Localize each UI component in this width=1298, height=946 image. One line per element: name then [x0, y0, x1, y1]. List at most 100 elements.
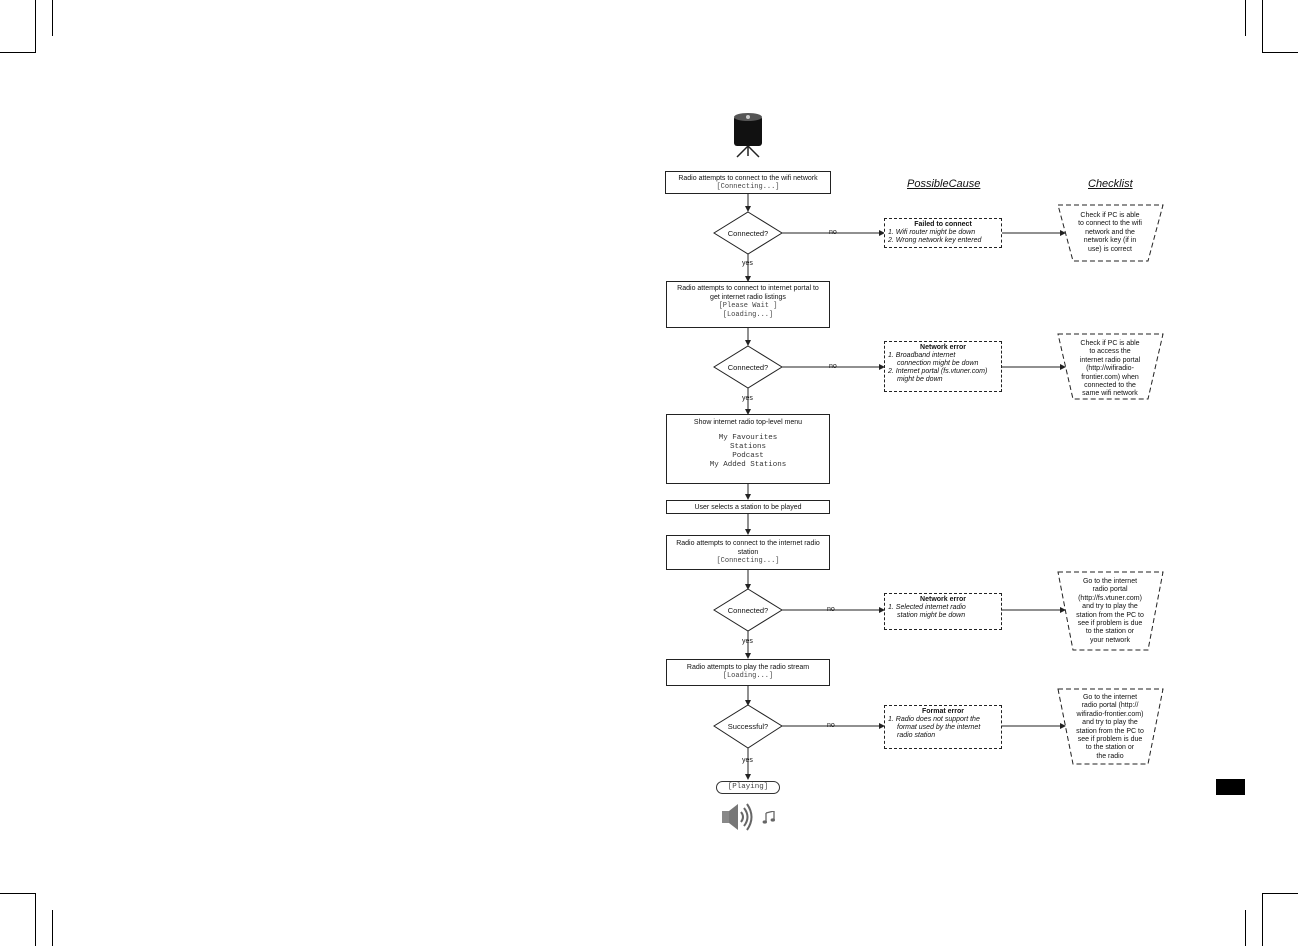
checklist-shape	[1057, 333, 1164, 400]
checklist-text: Go to the internet radio portal (http://…	[1067, 694, 1153, 761]
crop-mark	[35, 0, 36, 52]
step-title: Radio attempts to connect to the wifi ne…	[678, 175, 818, 182]
crop-mark	[52, 0, 53, 36]
crop-mark	[0, 893, 36, 894]
menu-item: Podcast	[732, 452, 764, 460]
menu-item: Stations	[729, 443, 766, 451]
step-connect-wifi: Radio attempts to connect to the wifi ne…	[665, 171, 831, 194]
crop-mark	[52, 910, 53, 946]
edge-label-yes: yes	[742, 757, 753, 764]
cause-box: Format error 1. Radio does not support t…	[884, 705, 1002, 749]
cause-item: 2. Internet portal (fs.vtuner.com)	[888, 368, 988, 375]
step-title: station	[737, 549, 759, 556]
speaker-icon	[722, 803, 753, 831]
step-status: [Please Wait ]	[718, 302, 778, 310]
checklist-line: to the station or	[1085, 744, 1135, 752]
crop-mark	[1262, 52, 1298, 53]
menu-item: My Favourites	[718, 434, 778, 442]
checklist-text: Go to the internet radio portal (http://…	[1067, 578, 1153, 645]
checklist-line: (http://fs.vtuner.com)	[1078, 594, 1142, 602]
header-checklist: Checklist	[1088, 178, 1133, 190]
menu-item: My Added Stations	[709, 461, 787, 469]
crop-mark	[0, 52, 36, 53]
checklist-line: and try to play the	[1082, 603, 1138, 611]
playing-terminal: [Playing]	[716, 781, 780, 794]
step-title: Radio attempts to connect to internet po…	[677, 285, 819, 292]
step-connect-station: Radio attempts to connect to the interne…	[666, 535, 830, 570]
step-play-stream: Radio attempts to play the radio stream …	[666, 659, 830, 686]
cause-item: 1. Selected internet radio	[888, 604, 966, 611]
decision-label: Successful?	[727, 722, 769, 731]
edge-label-no: no	[827, 722, 835, 729]
step-title: get internet radio listings	[710, 294, 786, 301]
crop-mark	[1262, 893, 1298, 894]
crop-mark	[1245, 910, 1246, 946]
checklist-line: network key (if in	[1083, 237, 1137, 245]
checklist-line: to connect to the wifi	[1078, 220, 1142, 228]
checklist-line: station from the PC to	[1076, 727, 1144, 735]
decision-label: Connected?	[727, 229, 769, 238]
decision-label: Connected?	[727, 363, 769, 372]
step-title: Radio attempts to connect to the interne…	[676, 540, 820, 547]
checklist-line: see if problem is due	[1077, 620, 1143, 628]
cause-item: might be down	[897, 376, 943, 383]
edge-label-no: no	[829, 229, 837, 236]
music-note-icon	[762, 811, 775, 824]
radio-icon	[734, 113, 762, 158]
checklist-line: to access the	[1089, 348, 1131, 356]
checklist-line: network and the	[1085, 228, 1135, 236]
checklist-shape	[1057, 571, 1164, 651]
cause-title: Format error	[921, 708, 964, 715]
checklist-line: use) is correct	[1088, 245, 1132, 253]
checklist-line: connected to the	[1084, 382, 1136, 390]
step-user-selects: User selects a station to be played	[666, 500, 830, 514]
checklist-line: same wifi network	[1082, 390, 1138, 398]
checklist-line: internet radio portal	[1079, 356, 1141, 364]
decision-diamond	[713, 211, 783, 255]
checklist-line: station from the PC to	[1076, 611, 1144, 619]
checklist-line: radio portal	[1092, 586, 1128, 594]
checklist-line: (http://wifiradio-	[1086, 365, 1134, 373]
checklist-shape	[1057, 204, 1164, 262]
step-title: Radio attempts to play the radio stream	[686, 664, 810, 671]
checklist-line: Go to the internet	[1082, 578, 1138, 585]
cause-title: Network error	[920, 344, 966, 351]
step-title: User selects a station to be played	[694, 504, 802, 511]
edge-label-yes: yes	[742, 395, 753, 402]
checklist-line: see if problem is due	[1077, 736, 1143, 744]
crop-mark	[35, 893, 36, 946]
cause-box: Network error 1. Selected internet radio…	[884, 593, 1002, 630]
checklist-line: Check if PC is able	[1080, 340, 1140, 347]
decision-diamond	[713, 345, 783, 389]
decision-diamond	[713, 704, 783, 749]
checklist-line: Go to the internet	[1082, 694, 1138, 701]
checklist-line: and try to play the	[1082, 719, 1138, 727]
checklist-line: Check if PC is able	[1080, 212, 1140, 219]
step-title: Show internet radio top-level menu	[693, 419, 803, 426]
step-status: [Loading...]	[722, 311, 774, 319]
cause-item: 2. Wrong network key entered	[888, 237, 982, 244]
checklist-line: the radio	[1096, 752, 1124, 760]
cause-item: format used by the internet	[897, 724, 981, 731]
decision-label: Connected?	[727, 606, 769, 615]
edge-label-no: no	[829, 363, 837, 370]
cause-title: Failed to connect	[914, 221, 972, 228]
step-status: [Connecting...]	[716, 183, 780, 191]
cause-item: connection might be down	[897, 360, 979, 367]
checklist-text: Check if PC is able to access the intern…	[1070, 340, 1150, 399]
page-tab-marker	[1216, 779, 1245, 795]
header-possible-cause: PossibleCause	[907, 178, 981, 190]
checklist-line: wifiradio-frontier.com)	[1076, 710, 1144, 718]
decision-diamond	[713, 588, 783, 632]
checklist-line: your network	[1089, 636, 1131, 644]
step-top-level-menu: Show internet radio top-level menu My Fa…	[666, 414, 830, 484]
cause-box: Failed to connect 1. Wifi router might b…	[884, 218, 1002, 248]
step-connect-portal: Radio attempts to connect to internet po…	[666, 281, 830, 328]
edge-label-no: no	[827, 606, 835, 613]
step-status: [Connecting...]	[716, 557, 780, 565]
checklist-line: radio portal (http://	[1081, 702, 1139, 710]
edge-label-yes: yes	[742, 638, 753, 645]
cause-box: Network error 1. Broadband internet conn…	[884, 341, 1002, 392]
step-status: [Loading...]	[722, 672, 774, 680]
